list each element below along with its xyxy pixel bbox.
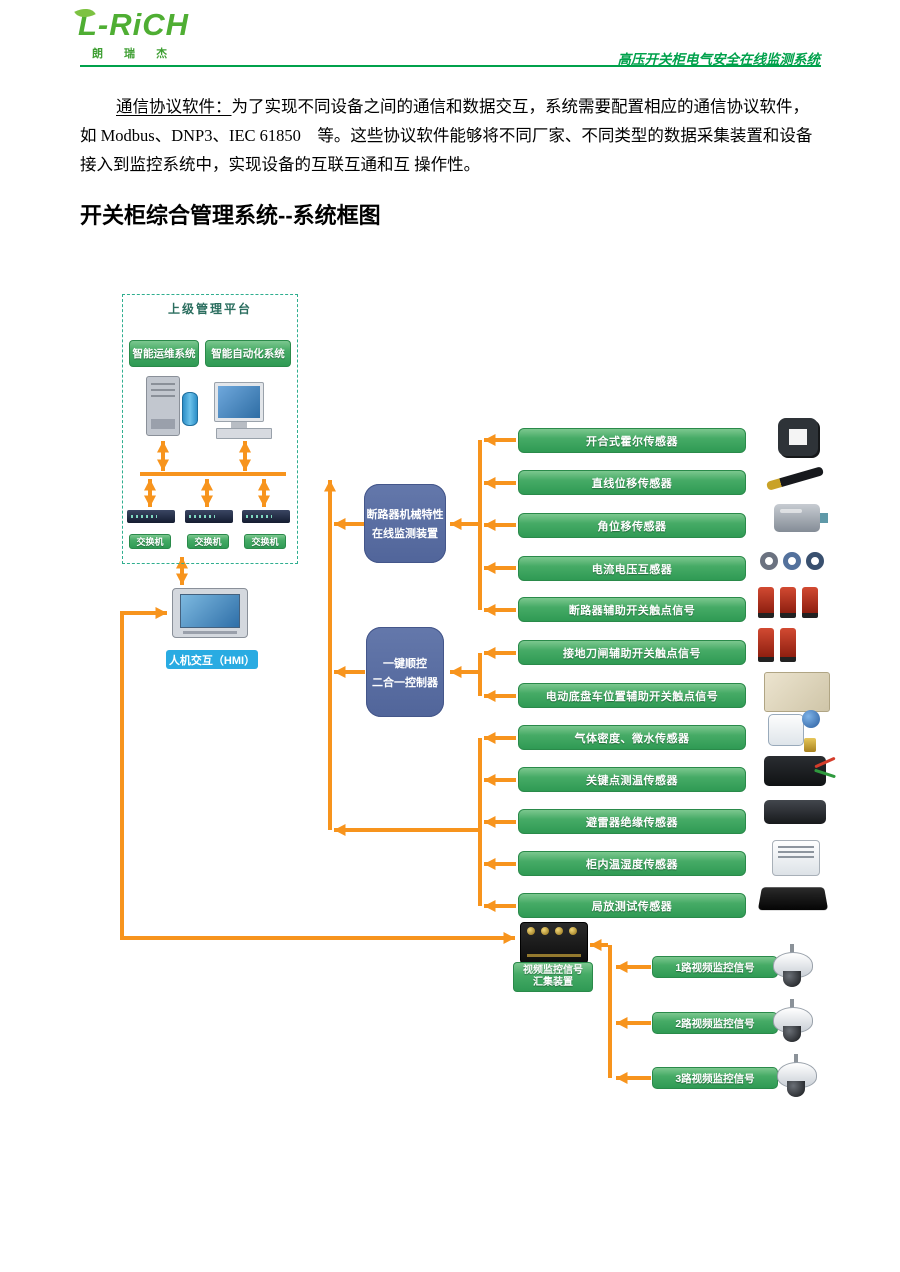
video-collector-line2: 汇集装置 — [533, 977, 573, 988]
earthing-switch-contact-image — [758, 628, 828, 662]
network-switch-image-2 — [185, 510, 233, 523]
hmi-device-image — [172, 588, 248, 638]
intro-paragraph: 通信协议软件：为了实现不同设备之间的通信和数据交互，系统需要配置相应的通信协议软… — [80, 92, 822, 179]
management-platform-box — [122, 294, 298, 564]
video-collector-device-image — [520, 922, 588, 964]
sensor-button-5: 断路器辅助开关触点信号 — [518, 597, 746, 622]
sensor-button-9: 关键点测温传感器 — [518, 767, 746, 792]
ptz-camera-image-1 — [766, 944, 818, 992]
video-collector-line1: 视频监控信号 — [523, 964, 583, 976]
current-voltage-transformer-image — [760, 546, 836, 576]
collector-ports — [527, 927, 577, 935]
video-channel-1: 1路视频监控信号 — [652, 956, 778, 978]
smart-ops-system-button: 智能运维系统 — [129, 340, 199, 367]
document-title: 高压开关柜电气安全在线监测系统 — [617, 52, 821, 67]
breaker-aux-contact-image — [758, 586, 828, 618]
video-collector-label: 视频监控信号 汇集装置 — [513, 962, 593, 992]
gas-density-sensor-image — [768, 710, 824, 752]
breaker-monitor-line2: 在线监测装置 — [372, 528, 438, 540]
hall-sensor-image — [778, 418, 818, 456]
header-rule — [80, 65, 821, 67]
breaker-monitor-box: 断路器机械特性 在线监测装置 — [364, 484, 446, 563]
angular-displacement-sensor-image — [774, 504, 828, 532]
sensor-button-2: 直线位移传感器 — [518, 470, 746, 495]
sensor-button-8: 气体密度、微水传感器 — [518, 725, 746, 750]
workstation-keyboard-image — [216, 428, 272, 439]
platform-title: 上级管理平台 — [167, 302, 252, 316]
sensor-button-3: 角位移传感器 — [518, 513, 746, 538]
video-channel-2: 2路视频监控信号 — [652, 1012, 778, 1034]
intro-text: 为了实现不同设备之间的通信和数据交互，系统需要配置相应的通信协议软件，如 Mod… — [80, 97, 813, 174]
chassis-truck-contact-image — [764, 672, 830, 712]
smart-automation-system-button: 智能自动化系统 — [205, 340, 291, 367]
sensor-button-12: 局放测试传感器 — [518, 893, 746, 918]
partial-discharge-sensor-image — [757, 887, 829, 911]
section-title: 开关柜综合管理系统--系统框图 — [80, 203, 381, 228]
network-switch-image-3 — [242, 510, 290, 523]
arrester-insulation-sensor-image — [764, 800, 826, 824]
network-switch-image-1 — [127, 510, 175, 523]
video-channel-3: 3路视频监控信号 — [652, 1067, 778, 1089]
hmi-label: 人机交互（HMI） — [166, 650, 258, 669]
linear-displacement-sensor-image — [764, 464, 828, 494]
logo-subtext: 朗 瑞 杰 — [92, 48, 177, 60]
one-key-controller-box: 一键顺控 二合一控制器 — [366, 627, 444, 717]
server-tower-image — [146, 376, 180, 436]
humidity-sensor-image — [772, 840, 820, 876]
switch-label-1: 交换机 — [129, 534, 171, 549]
sensor-button-7: 电动底盘车位置辅助开关触点信号 — [518, 683, 746, 708]
company-logo: L-RiCH 朗 瑞 杰 — [74, 3, 248, 66]
sensor-button-1: 开合式霍尔传感器 — [518, 428, 746, 453]
logo-text: L-RiCH — [78, 7, 190, 42]
one-key-controller-line1: 一键顺控 — [383, 657, 427, 670]
sensor-button-10: 避雷器绝缘传感器 — [518, 809, 746, 834]
workstation-monitor-image — [214, 382, 264, 428]
one-key-controller-line2: 二合一控制器 — [372, 676, 438, 689]
breaker-monitor-line1: 断路器机械特性 — [366, 509, 444, 521]
ptz-camera-image-2 — [766, 999, 818, 1047]
intro-lead: 通信协议软件： — [116, 97, 232, 116]
sensor-button-4: 电流电压互感器 — [518, 556, 746, 581]
ptz-camera-image-3 — [770, 1054, 822, 1102]
temperature-sensor-image — [764, 756, 826, 786]
sensor-button-11: 柜内温湿度传感器 — [518, 851, 746, 876]
database-cylinder-image — [182, 392, 198, 426]
sensor-button-6: 接地刀闸辅助开关触点信号 — [518, 640, 746, 665]
switch-label-2: 交换机 — [187, 534, 229, 549]
switch-label-3: 交换机 — [244, 534, 286, 549]
